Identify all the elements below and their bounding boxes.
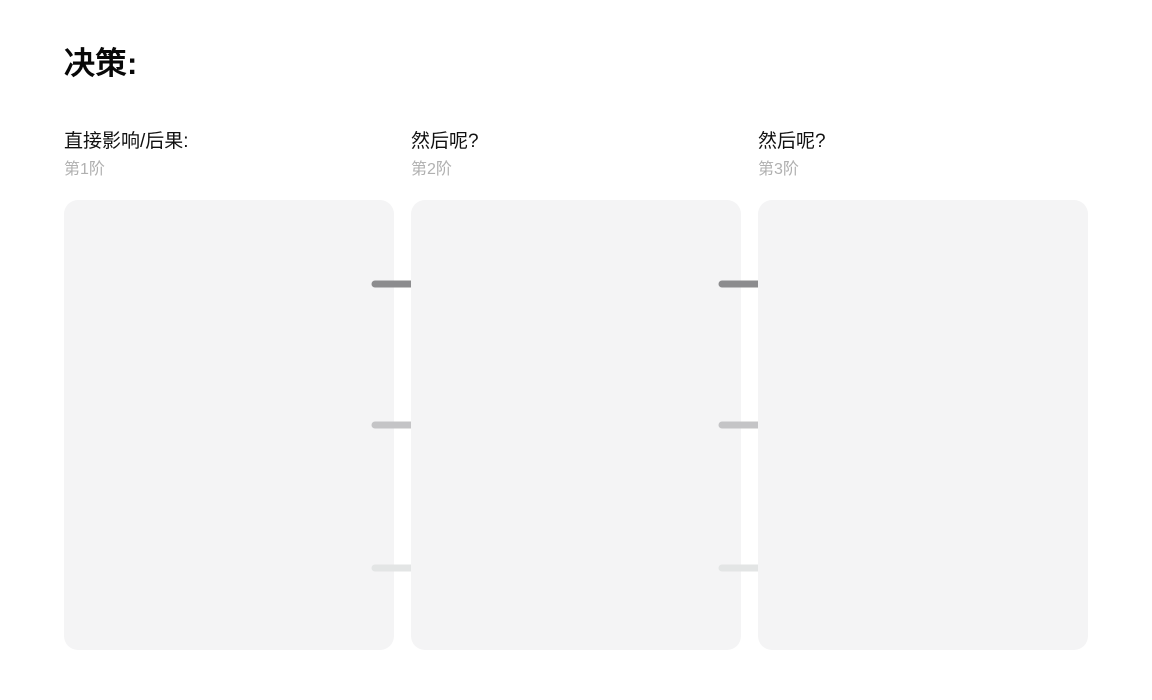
page-title: 决策: <box>64 46 138 81</box>
column-title-order-1: 直接影响/后果: <box>64 131 189 152</box>
column-header-order-2: 然后呢? 第2阶 <box>411 130 741 180</box>
column-header-order-1: 直接影响/后果: 第1阶 <box>64 130 394 180</box>
column-header-order-3: 然后呢? 第3阶 <box>758 130 1088 180</box>
column-subtitle-order-3: 第3阶 <box>758 161 799 178</box>
column-title-order-2: 然后呢? <box>411 131 479 152</box>
column-subtitle-order-2: 第2阶 <box>411 161 452 178</box>
panel-order-2[interactable] <box>411 200 741 650</box>
column-title-order-3: 然后呢? <box>758 131 826 152</box>
panel-order-3[interactable] <box>758 200 1088 650</box>
column-order-3: 然后呢? 第3阶 <box>718 130 1088 650</box>
column-order-2: 然后呢? 第2阶 <box>371 130 741 650</box>
panel-order-1[interactable] <box>64 200 394 650</box>
column-subtitle-order-1: 第1阶 <box>64 161 105 178</box>
consequence-columns: 直接影响/后果: 第1阶 <box>64 130 1088 650</box>
panel-body-order-1[interactable] <box>64 200 394 650</box>
panel-body-order-2[interactable] <box>411 200 741 650</box>
column-order-1: 直接影响/后果: 第1阶 <box>64 130 394 650</box>
panel-body-order-3[interactable] <box>758 200 1088 650</box>
